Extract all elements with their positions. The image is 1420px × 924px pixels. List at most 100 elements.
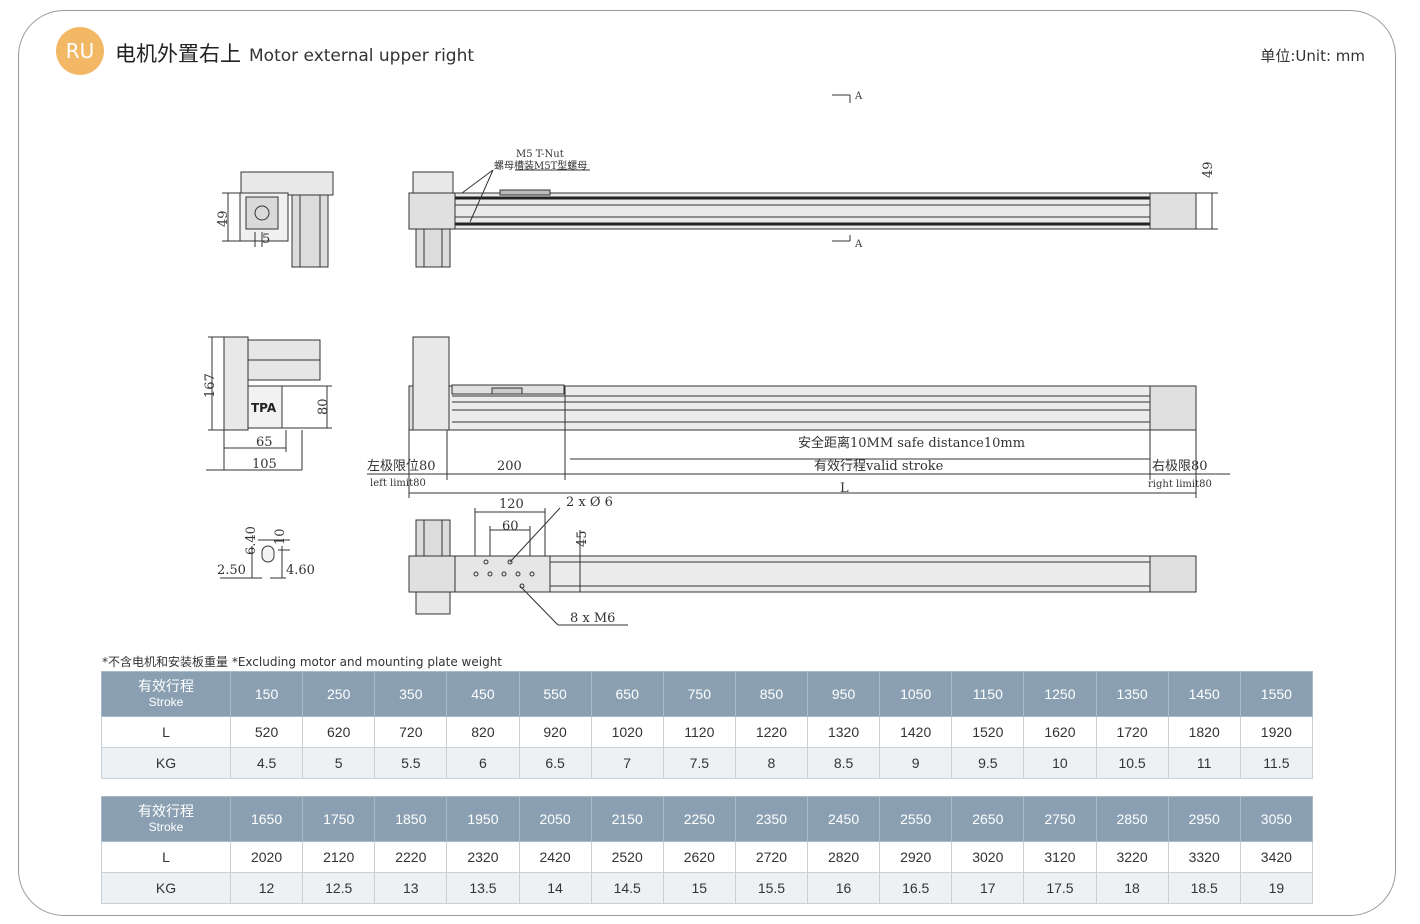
tnut-label-cn: 螺母槽装M5T型螺母: [494, 159, 587, 172]
weight-cell: 8.5: [806, 747, 881, 779]
length-cell: 2920: [879, 841, 953, 873]
side-view-middle: [206, 336, 332, 471]
length-cell: 2520: [590, 841, 664, 873]
main-view-middle: [367, 336, 1230, 498]
length-cell: 2420: [518, 841, 592, 873]
length-cell: 2820: [806, 841, 881, 873]
stroke-cell: 2750: [1023, 796, 1097, 842]
length-cell: 920: [518, 716, 592, 748]
right-limit-cn: 右极限80: [1152, 459, 1208, 474]
safe-distance-label: 安全距离10MM safe distance10mm: [798, 435, 1025, 451]
dim-L: L: [840, 481, 849, 496]
weight-cell: 10: [1023, 747, 1097, 779]
length-cell: 2720: [734, 841, 809, 873]
weight-cell: 6: [446, 747, 520, 779]
right-limit-en: right limit80: [1148, 479, 1212, 490]
dim-6-40: 6.40: [244, 526, 259, 555]
length-cell: 2020: [229, 841, 304, 873]
weight-cell: 18.5: [1167, 872, 1241, 904]
length-cell: 1520: [951, 716, 1025, 748]
length-cell: 620: [302, 716, 376, 748]
weight-cell: 4.5: [229, 747, 304, 779]
stroke-cell: 950: [806, 671, 881, 717]
dim-49-right: 49: [1201, 161, 1216, 178]
stroke-cell: 1050: [879, 671, 953, 717]
dim-105: 105: [252, 457, 277, 472]
weight-cell: 5: [302, 747, 376, 779]
stroke-cell: 150: [229, 671, 304, 717]
weight-cell: 9: [879, 747, 953, 779]
dim-65: 65: [256, 435, 273, 450]
stroke-cell: 650: [590, 671, 664, 717]
stroke-cell: 350: [374, 671, 448, 717]
length-cell: 2620: [662, 841, 736, 873]
weight-cell: 15.5: [734, 872, 809, 904]
weight-cell: 17.5: [1023, 872, 1097, 904]
length-cell: 2320: [446, 841, 520, 873]
row-label-KG: KG: [101, 747, 231, 779]
main-view-bottom: [408, 507, 1197, 626]
main-view-top: [408, 94, 1218, 268]
weight-cell: 6.5: [518, 747, 592, 779]
row-label-L: L: [101, 841, 231, 873]
weight-note: *不含电机和安装板重量 *Excluding motor and mountin…: [102, 655, 503, 669]
title-cn: 电机外置右上: [115, 42, 241, 66]
dim-60: 60: [502, 519, 519, 534]
stroke-cell: 3050: [1239, 796, 1314, 842]
section-mark-bottom: A: [854, 239, 863, 250]
weight-cell: 14: [518, 872, 592, 904]
weight-cell: 19: [1239, 872, 1314, 904]
length-cell: 1220: [734, 716, 809, 748]
length-cell: 3020: [951, 841, 1025, 873]
brand-logo: TPA: [251, 401, 277, 415]
length-cell: 3120: [1023, 841, 1097, 873]
stroke-header-label: 有效行程 Stroke: [101, 671, 231, 717]
weight-cell: 13.5: [446, 872, 520, 904]
weight-cell: 7.5: [662, 747, 736, 779]
stroke-cell: 250: [302, 671, 376, 717]
weight-cell: 10.5: [1095, 747, 1169, 779]
weight-cell: 16.5: [879, 872, 953, 904]
weight-cell: 11: [1167, 747, 1241, 779]
length-cell: 1920: [1239, 716, 1314, 748]
threads-label: 8 x M6: [570, 611, 615, 626]
length-cell: 1720: [1095, 716, 1169, 748]
dim-45: 45: [575, 530, 590, 547]
stroke-cell: 1150: [951, 671, 1025, 717]
stroke-cell: 2150: [590, 796, 664, 842]
weight-cell: 8: [734, 747, 809, 779]
stroke-cell: 450: [446, 671, 520, 717]
stroke-cell: 1250: [1023, 671, 1097, 717]
tnut-label-en: M5 T-Nut: [516, 149, 564, 160]
length-cell: 3320: [1167, 841, 1241, 873]
row-label-KG: KG: [101, 872, 231, 904]
valid-stroke-label: 有效行程valid stroke: [814, 459, 944, 474]
dim-5: 5: [262, 232, 270, 247]
end-view-top: [222, 171, 334, 268]
weight-cell: 18: [1095, 872, 1169, 904]
left-limit-en: left limit80: [370, 478, 426, 489]
stroke-cell: 1950: [446, 796, 520, 842]
weight-cell: 15: [662, 872, 736, 904]
length-cell: 820: [446, 716, 520, 748]
length-cell: 1120: [662, 716, 736, 748]
weight-cell: 5.5: [374, 747, 448, 779]
stroke-header-label: 有效行程 Stroke: [101, 796, 231, 842]
length-cell: 1420: [879, 716, 953, 748]
stroke-cell: 1850: [374, 796, 448, 842]
stroke-cell: 2950: [1167, 796, 1241, 842]
length-cell: 2220: [374, 841, 448, 873]
left-limit-cn: 左极限位80: [367, 459, 436, 474]
length-cell: 3220: [1095, 841, 1169, 873]
length-cell: 2120: [302, 841, 376, 873]
length-cell: 720: [374, 716, 448, 748]
dim-2-50: 2.50: [217, 563, 246, 578]
stroke-cell: 2250: [662, 796, 736, 842]
